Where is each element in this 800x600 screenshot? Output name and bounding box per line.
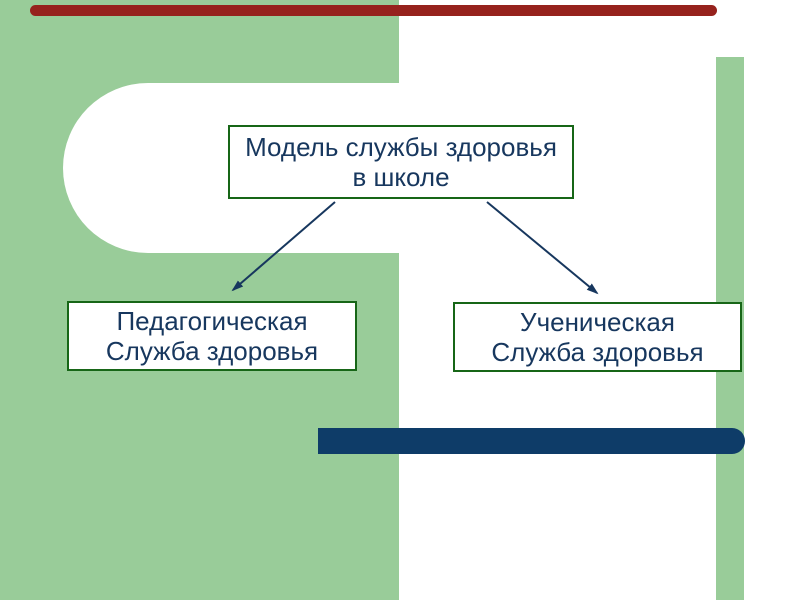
right-box-line1: Ученическая — [520, 307, 675, 337]
diagram-node-pedagogical: Педагогическая Служба здоровья — [67, 301, 357, 371]
diagram-node-root: Модель службы здоровья в школе — [228, 125, 574, 199]
bottom-navy-bar — [318, 428, 745, 454]
root-box-line2: в школе — [352, 162, 450, 192]
left-box-line1: Педагогическая — [116, 306, 308, 336]
arrow-root-to-right — [486, 201, 599, 295]
top-accent-bar — [30, 5, 717, 16]
left-box-line2: Служба здоровья — [105, 336, 319, 366]
root-box-line1: Модель службы здоровья — [245, 132, 557, 162]
diagram-node-student: Ученическая Служба здоровья — [453, 302, 742, 372]
right-box-line2: Служба здоровья — [491, 337, 704, 367]
